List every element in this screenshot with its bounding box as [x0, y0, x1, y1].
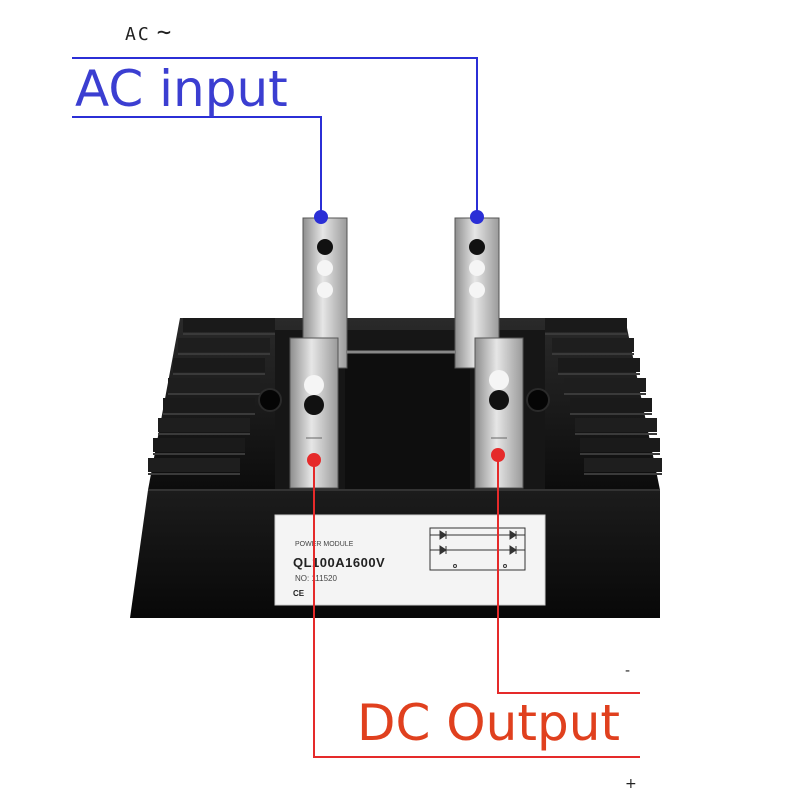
ac-wire-left: [72, 116, 322, 217]
ac-node-left: [314, 210, 328, 224]
label-serial: NO: 111520: [295, 574, 338, 583]
ac-wire-right: [72, 57, 478, 217]
dc-negative-sign: -: [625, 663, 630, 679]
left-fins: [148, 318, 275, 475]
right-fins: [545, 318, 662, 475]
label-plate: [274, 514, 546, 606]
label-line1: POWER MODULE: [295, 541, 354, 548]
ac-input-label: AC input: [75, 60, 288, 118]
dc-wire-positive: [313, 460, 640, 758]
ac-node-right: [470, 210, 484, 224]
dc-wiring: [313, 455, 640, 758]
bridge-schematic-icon: [429, 527, 526, 571]
dc-wire-negative: [497, 455, 640, 694]
dc-node-negative: [491, 448, 505, 462]
label-model: QL100A1600V: [293, 555, 385, 570]
dc-positive-sign: +: [625, 776, 637, 792]
dc-output-label: DC Output: [357, 694, 620, 752]
mount-hole-left: [258, 388, 282, 412]
label-ce-mark: CE: [293, 589, 305, 598]
mount-hole-right: [526, 388, 550, 412]
ac-header-label: AC∼: [125, 18, 173, 46]
module-label: POWER MODULE QL100A1600V NO: 111520 CE: [274, 514, 546, 606]
ac-wiring: [72, 57, 478, 217]
dc-node-positive: [307, 453, 321, 467]
